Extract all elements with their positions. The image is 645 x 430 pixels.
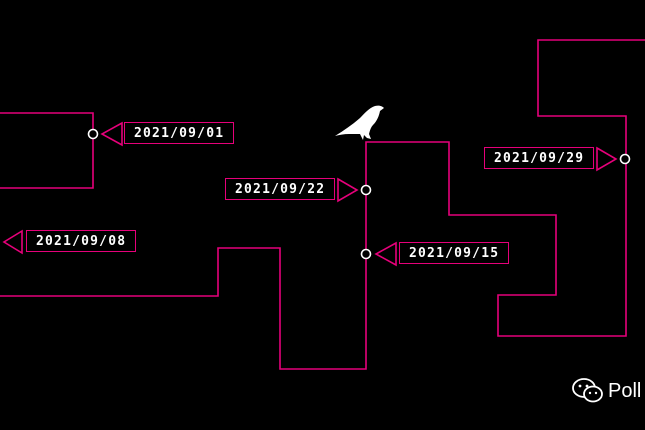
- wechat-icon: [572, 378, 603, 403]
- date-label-0908: 2021/09/08: [26, 230, 137, 252]
- arrow-marker-0915: [374, 241, 397, 267]
- date-label-0922: 2021/09/22: [225, 178, 336, 200]
- node-0901: [87, 128, 99, 140]
- circuit-line-left: [0, 39, 645, 370]
- watermark-text: Poll: [608, 379, 642, 402]
- node-0922: [360, 184, 372, 196]
- date-label-0915: 2021/09/15: [399, 242, 510, 264]
- node-0929: [619, 153, 631, 165]
- arrow-marker-0929: [596, 146, 618, 172]
- date-label-0929: 2021/09/29: [484, 147, 595, 169]
- arrow-marker-0901: [100, 121, 123, 147]
- watermark: Poll: [572, 378, 641, 404]
- date-label-0901: 2021/09/01: [124, 122, 235, 144]
- arrow-marker-0908: [2, 229, 23, 255]
- arrow-marker-0922: [337, 177, 359, 203]
- circuit-line-top-left: [0, 112, 94, 189]
- node-0915: [360, 248, 372, 260]
- bird-icon: [335, 105, 384, 140]
